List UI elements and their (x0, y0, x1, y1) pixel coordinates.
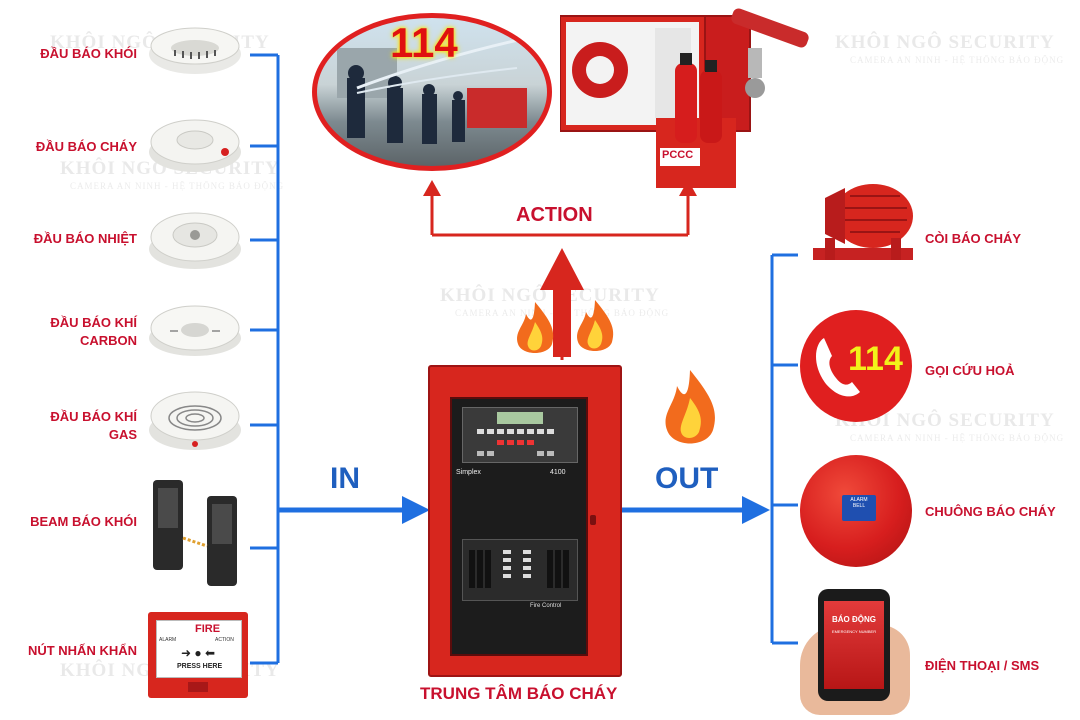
phone-body: BÁO ĐỘNG EMERGENCY NUMBER (818, 589, 890, 701)
pccc-label: PCCC (662, 149, 694, 161)
phone-screen: BÁO ĐỘNG EMERGENCY NUMBER (824, 601, 884, 689)
watermark-brand: KHÔI NGÔ SECURITY (835, 32, 1055, 53)
panel-title: TRUNG TÂM BÁO CHÁY (420, 684, 618, 703)
panel-brand: Simplex (456, 469, 481, 476)
input-label-gas-line1: ĐẦU BÁO KHÍ (50, 409, 137, 424)
output-label-bell: CHUÔNG BÁO CHÁY (925, 504, 1056, 519)
flow-in-label: IN (330, 462, 360, 495)
firefighters-image: 114 (312, 13, 552, 171)
input-label-fire: ĐẦU BÁO CHÁY (35, 139, 137, 154)
flow-out-label: OUT (655, 462, 719, 495)
heat-detector-icon (149, 212, 241, 269)
firefighters-photo (317, 18, 547, 166)
panel-lock (590, 515, 596, 525)
panel-frame: Simplex 4100 Fire Control (450, 397, 588, 656)
input-label-carbon: ĐẦU BÁO KHÍ CARBON (0, 314, 137, 350)
fire-alarm-control-panel: Simplex 4100 Fire Control (428, 365, 622, 677)
arrow-right-icon: ➜ ● ⬅ (181, 646, 216, 660)
panel-lcd (497, 412, 543, 424)
fire-equipment-image (560, 8, 809, 188)
input-label-manual: NÚT NHẤN KHẨN (27, 643, 137, 658)
panel-model: 4100 (550, 469, 566, 476)
input-label-beam: BEAM BÁO KHÓI (30, 514, 137, 529)
manual-call-point-alarm: ALARM (159, 637, 177, 643)
gas-detector-icon (149, 391, 241, 450)
manual-call-point-fire: FIRE (195, 623, 221, 635)
carbon-gas-detector-icon (149, 305, 241, 356)
watermark-tagline: CAMERA AN NINH - HỆ THỐNG BÁO ĐỘNG (850, 433, 1065, 443)
phone-handset-icon (816, 338, 860, 397)
output-label-siren: CÒI BÁO CHÁY (925, 231, 1022, 246)
beam-detector-icon (153, 480, 237, 586)
flame-icon (665, 370, 715, 444)
manual-call-point-action: ACTION (215, 637, 234, 643)
alarm-bell-icon: ALARM BELL (800, 455, 912, 567)
watermark-tagline: CAMERA AN NINH - HỆ THỐNG BÁO ĐỘNG (850, 55, 1065, 65)
firefighters-114: 114 (390, 19, 458, 66)
output-label-phone: ĐIỆN THOẠI / SMS (925, 658, 1040, 673)
alarm-bell-text: ALARM BELL (850, 497, 868, 509)
siren-icon (813, 184, 913, 260)
panel-buttons (477, 429, 554, 456)
watermark-brand: KHÔI NGÔ SECURITY (440, 285, 660, 306)
firefighters-figures (337, 36, 528, 144)
smoke-detector-icon (149, 27, 241, 74)
fire-detector-icon (149, 119, 241, 172)
watermark-tagline: CAMERA AN NINH - HỆ THỐNG BÁO ĐỘNG (70, 181, 285, 191)
phone-sub: EMERGENCY NUMBER (831, 629, 877, 634)
alarm-bell-plate: ALARM BELL (842, 495, 876, 521)
watermark-brand: KHÔI NGÔ SECURITY (835, 410, 1055, 431)
panel-handsets (469, 550, 569, 588)
phone-sms-icon: BÁO ĐỘNG EMERGENCY NUMBER (800, 585, 920, 715)
input-label-heat: ĐẦU BÁO NHIỆT (33, 231, 137, 246)
flow-action-label: ACTION (516, 204, 593, 226)
call-114-number: 114 (848, 340, 903, 378)
flame-icon (517, 302, 554, 353)
flame-icon (577, 300, 614, 351)
call-114-icon: 114 (800, 310, 912, 422)
panel-display (462, 407, 578, 463)
manual-call-point-key (188, 682, 208, 692)
panel-caption: Fire Control (530, 603, 562, 609)
manual-call-point-icon: FIRE ALARM ACTION ➜ ● ⬅ PRESS HERE (148, 612, 248, 698)
input-label-gas-line2: GAS (108, 427, 137, 442)
input-label-carbon-line1: ĐẦU BÁO KHÍ (50, 315, 137, 330)
input-label-carbon-line2: CARBON (79, 333, 137, 348)
panel-module (462, 539, 578, 601)
manual-call-point-press: PRESS HERE (177, 663, 223, 670)
input-label-smoke: ĐẦU BÁO KHÓI (40, 46, 137, 61)
input-label-gas: ĐẦU BÁO KHÍ GAS (0, 408, 137, 444)
output-label-call: GỌI CỨU HOẢ (925, 363, 1015, 378)
phone-title: BÁO ĐỘNG (832, 615, 876, 624)
manual-call-point-panel: FIRE ALARM ACTION ➜ ● ⬅ PRESS HERE (156, 620, 242, 678)
